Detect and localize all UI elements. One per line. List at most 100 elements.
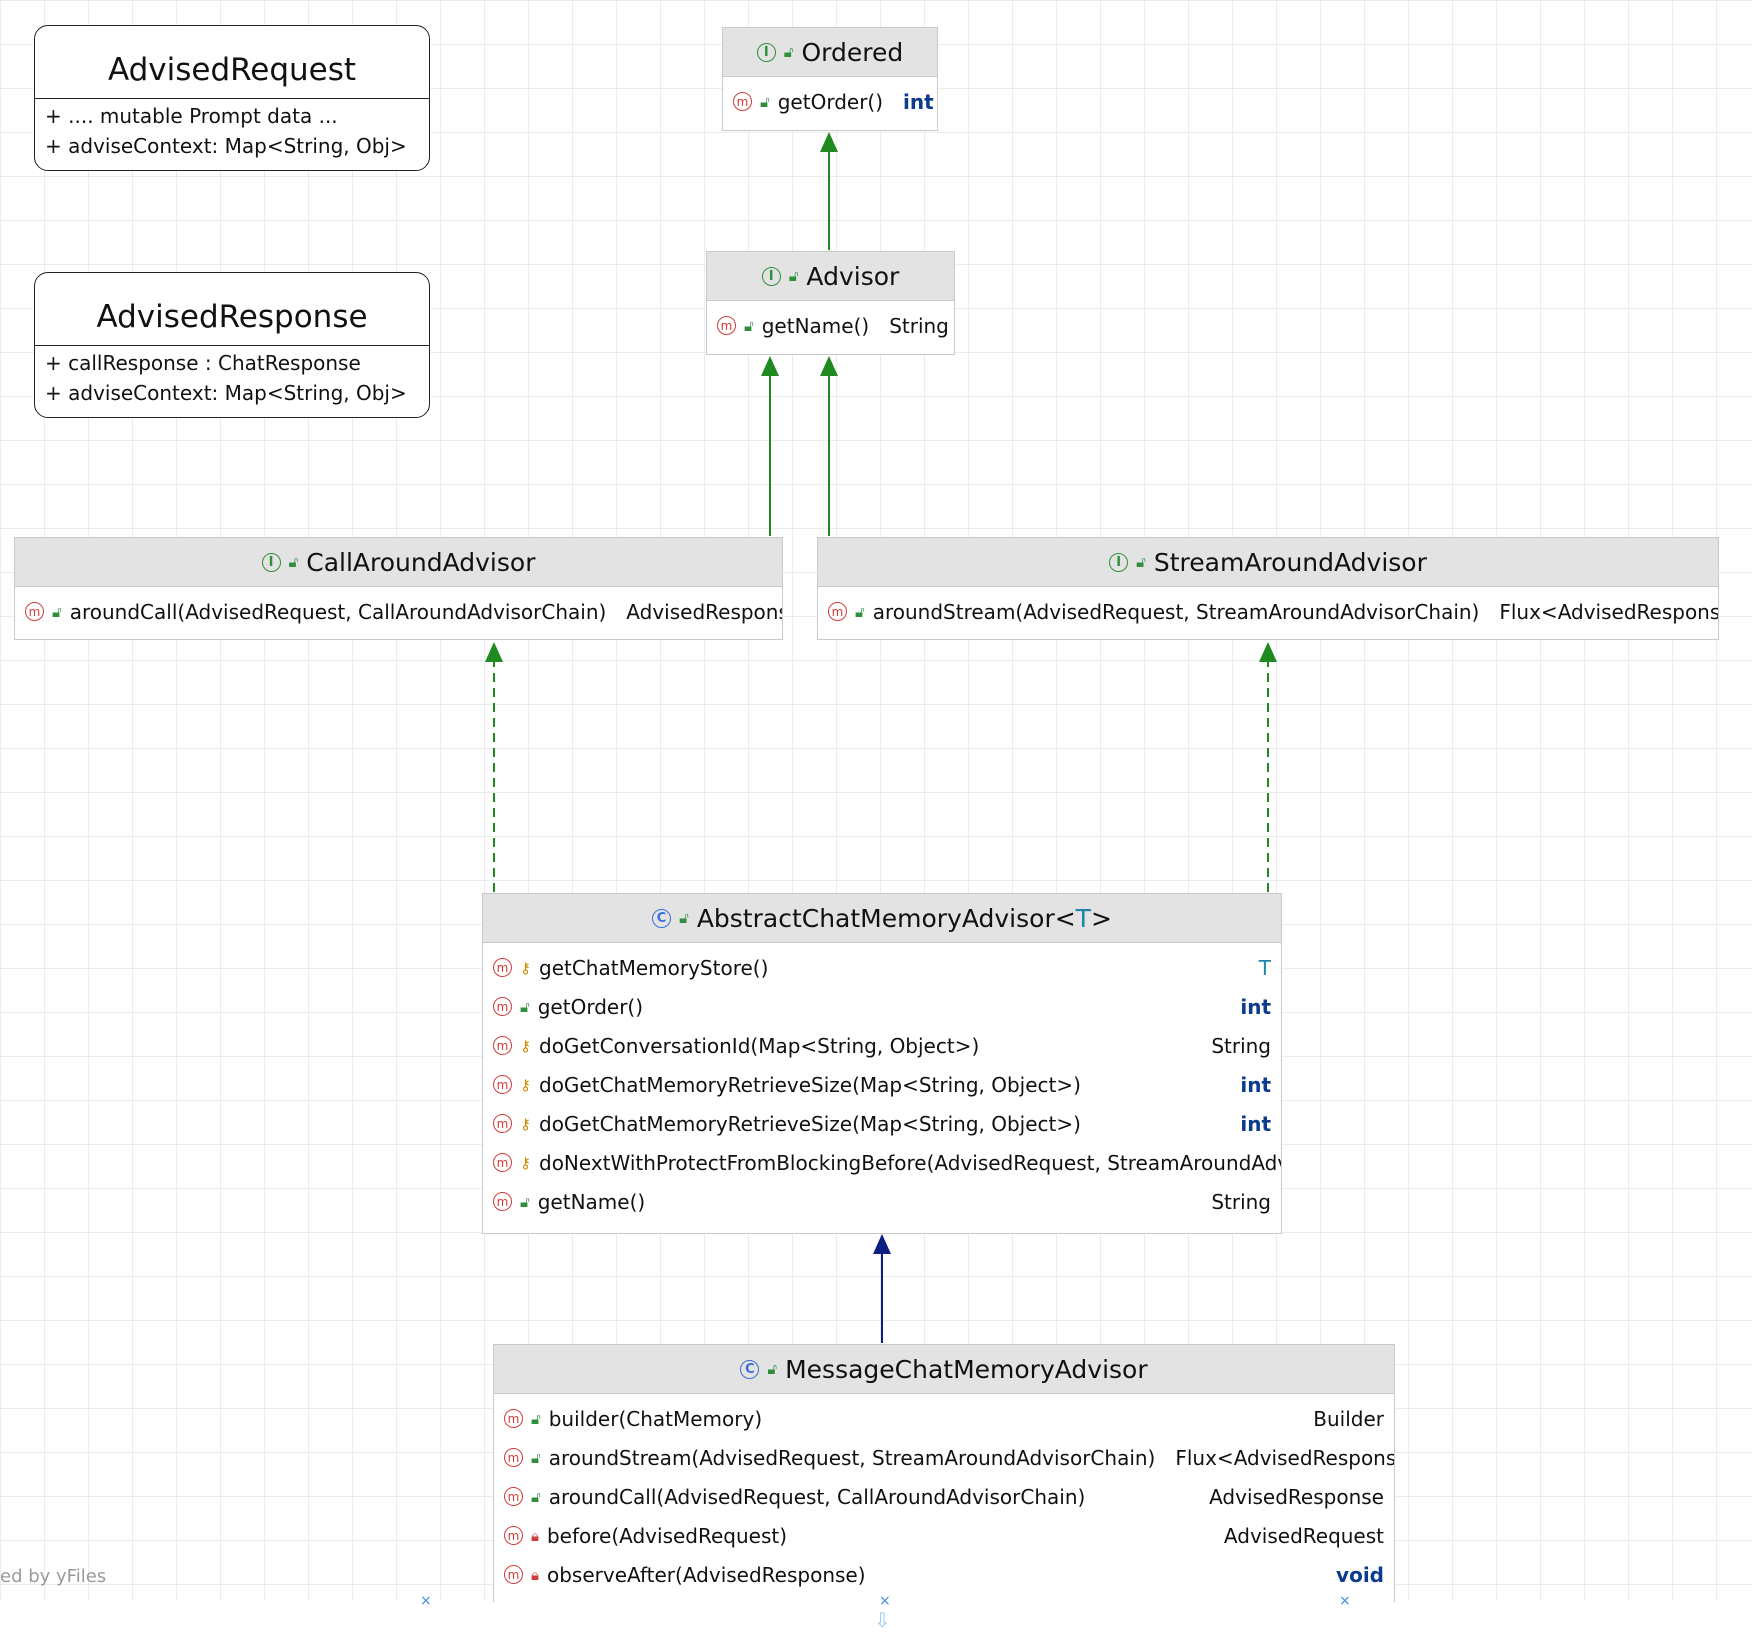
method-row[interactable]: m 🔓︎ aroundStream(AdvisedRequest, Stream… (494, 1438, 1394, 1477)
class-name: Ordered (801, 37, 904, 67)
return-type: String (1211, 1189, 1271, 1214)
return-type: AdvisedRequest (1223, 1523, 1384, 1548)
return-type: int (1240, 1072, 1271, 1097)
class-name: StreamAroundAdvisor (1153, 547, 1427, 577)
protected-icon: ⚷ (520, 1075, 531, 1094)
return-type: AdvisedResponse (1209, 1484, 1384, 1509)
arrow-message-abstract (873, 1234, 891, 1254)
method-row[interactable]: m 🔓︎ builder(ChatMemory) Builder (494, 1399, 1394, 1438)
method-icon: m (504, 1487, 523, 1506)
public-icon: 🔓︎ (531, 1409, 541, 1428)
method-row[interactable]: m 🔓︎ getName() String (707, 306, 954, 345)
method-row[interactable]: m ⚷ getChatMemoryStore() T (483, 948, 1281, 987)
method-icon: m (504, 1409, 523, 1428)
public-icon: 🔓︎ (288, 553, 299, 571)
method-row[interactable]: m 🔓︎ getOrder() int (723, 82, 937, 121)
class-name: Advisor (806, 261, 900, 291)
method-icon: m (493, 958, 512, 977)
bottom-strip (0, 1600, 1752, 1641)
method-icon: m (493, 1114, 512, 1133)
method-icon: m (504, 1526, 523, 1545)
method-name: getOrder() (537, 994, 644, 1019)
protected-icon: ⚷ (520, 1114, 531, 1133)
method-name: getName() (537, 1189, 646, 1214)
arrow-down-icon[interactable]: ⇩ (874, 1608, 891, 1632)
class-name: AbstractChatMemoryAdvisor<T> (696, 903, 1112, 933)
method-icon: m (828, 602, 847, 621)
public-icon: 🔓︎ (767, 1360, 778, 1378)
class-ordered[interactable]: I 🔓︎ Ordered m 🔓︎ getOrder() int (722, 27, 938, 131)
arrow-abstract-streamaround (1259, 642, 1277, 662)
note-line: + adviseContext: Map<String, Obj> (45, 134, 407, 158)
method-name: observeAfter(AdvisedResponse) (546, 1562, 866, 1587)
class-stream-around-advisor[interactable]: I 🔓︎ StreamAroundAdvisor m 🔓︎ aroundStre… (817, 537, 1719, 640)
note-advised-response[interactable]: AdvisedResponse + callResponse : ChatRes… (34, 272, 430, 418)
protected-icon: ⚷ (520, 1036, 531, 1055)
public-icon: 🔓︎ (1136, 553, 1146, 571)
yfiles-watermark: ed by yFiles (0, 1566, 107, 1587)
method-icon: m (493, 1153, 512, 1172)
method-row[interactable]: m ⚷ doNextWithProtectFromBlockingBefore(… (483, 1143, 1281, 1182)
public-icon: 🔓︎ (855, 602, 865, 621)
return-type: T (1258, 955, 1271, 980)
method-icon: m (493, 997, 512, 1016)
method-row[interactable]: m ⚷ doGetChatMemoryRetrieveSize(Map<Stri… (483, 1065, 1281, 1104)
public-icon: 🔓︎ (52, 602, 62, 621)
interface-icon: I (1109, 552, 1129, 572)
return-type: int (903, 89, 934, 114)
method-row[interactable]: m ⚷ doGetConversationId(Map<String, Obje… (483, 1026, 1281, 1065)
note-line: + .... mutable Prompt data ... (45, 104, 338, 128)
method-row[interactable]: m 🔓︎ aroundStream(AdvisedRequest, Stream… (818, 592, 1718, 631)
method-name: doGetChatMemoryRetrieveSize(Map<String, … (539, 1072, 1081, 1097)
arrow-streamaround-advisor (820, 356, 838, 376)
method-row[interactable]: m 🔓︎ getOrder() int (483, 987, 1281, 1026)
class-header: I 🔓︎ StreamAroundAdvisor (818, 538, 1718, 587)
method-icon: m (493, 1036, 512, 1055)
method-name: doGetChatMemoryRetrieveSize(Map<String, … (539, 1111, 1081, 1136)
protected-icon: ⚷ (520, 1153, 531, 1172)
close-icon[interactable]: × (420, 1593, 432, 1609)
method-row[interactable]: m 🔓︎ aroundCall(AdvisedRequest, CallArou… (15, 592, 782, 631)
method-icon: m (733, 92, 752, 111)
private-icon: 🔒︎ (531, 1526, 539, 1545)
method-row[interactable]: m ⚷ doGetChatMemoryRetrieveSize(Map<Stri… (483, 1104, 1281, 1143)
public-icon: 🔓︎ (520, 997, 530, 1016)
note-line: + adviseContext: Map<String, Obj> (45, 381, 407, 405)
method-icon: m (493, 1192, 512, 1211)
class-header: I 🔓︎ Ordered (723, 28, 937, 77)
close-icon[interactable]: × (879, 1593, 891, 1609)
class-header: I 🔓︎ Advisor (707, 252, 954, 301)
public-icon: 🔓︎ (744, 316, 754, 335)
note-advised-request[interactable]: AdvisedRequest + .... mutable Prompt dat… (34, 25, 430, 171)
class-call-around-advisor[interactable]: I 🔓︎ CallAroundAdvisor m 🔓︎ aroundCall(A… (14, 537, 783, 640)
return-type: String (1211, 1033, 1271, 1058)
method-icon: m (504, 1448, 523, 1467)
method-name: doGetConversationId(Map<String, Object>) (539, 1033, 980, 1058)
close-icon[interactable]: × (1339, 1593, 1351, 1609)
method-row[interactable]: m 🔒︎ before(AdvisedRequest) AdvisedReque… (494, 1516, 1394, 1555)
class-message-chat-memory-advisor[interactable]: C 🔓︎ MessageChatMemoryAdvisor m 🔓︎ build… (493, 1344, 1395, 1602)
interface-icon: I (761, 266, 781, 286)
return-type: AdvisedResponse (626, 599, 782, 624)
return-type: void (1336, 1562, 1384, 1587)
class-abstract-chat-memory-advisor[interactable]: C 🔓︎ AbstractChatMemoryAdvisor<T> m ⚷ ge… (482, 893, 1282, 1234)
public-icon: 🔓︎ (679, 909, 689, 927)
public-icon: 🔓︎ (788, 267, 799, 285)
note-title: AdvisedRequest (35, 26, 429, 99)
method-row[interactable]: m 🔒︎ observeAfter(AdvisedResponse) void (494, 1555, 1394, 1594)
class-header: I 🔓︎ CallAroundAdvisor (15, 538, 782, 587)
method-name: builder(ChatMemory) (548, 1406, 763, 1431)
method-row[interactable]: m 🔓︎ aroundCall(AdvisedRequest, CallArou… (494, 1477, 1394, 1516)
return-type: Builder (1313, 1406, 1384, 1431)
method-name: aroundStream(AdvisedRequest, StreamAroun… (548, 1445, 1156, 1470)
public-icon: 🔓︎ (531, 1487, 541, 1506)
method-row[interactable]: m 🔓︎ getName() String (483, 1182, 1281, 1221)
class-header: C 🔓︎ AbstractChatMemoryAdvisor<T> (483, 894, 1281, 943)
method-icon: m (504, 1565, 523, 1584)
protected-icon: ⚷ (520, 958, 531, 977)
class-advisor[interactable]: I 🔓︎ Advisor m 🔓︎ getName() String (706, 251, 955, 355)
arrow-advisor-ordered (820, 132, 838, 152)
public-icon: 🔓︎ (531, 1448, 541, 1467)
class-name: CallAroundAdvisor (306, 547, 536, 577)
